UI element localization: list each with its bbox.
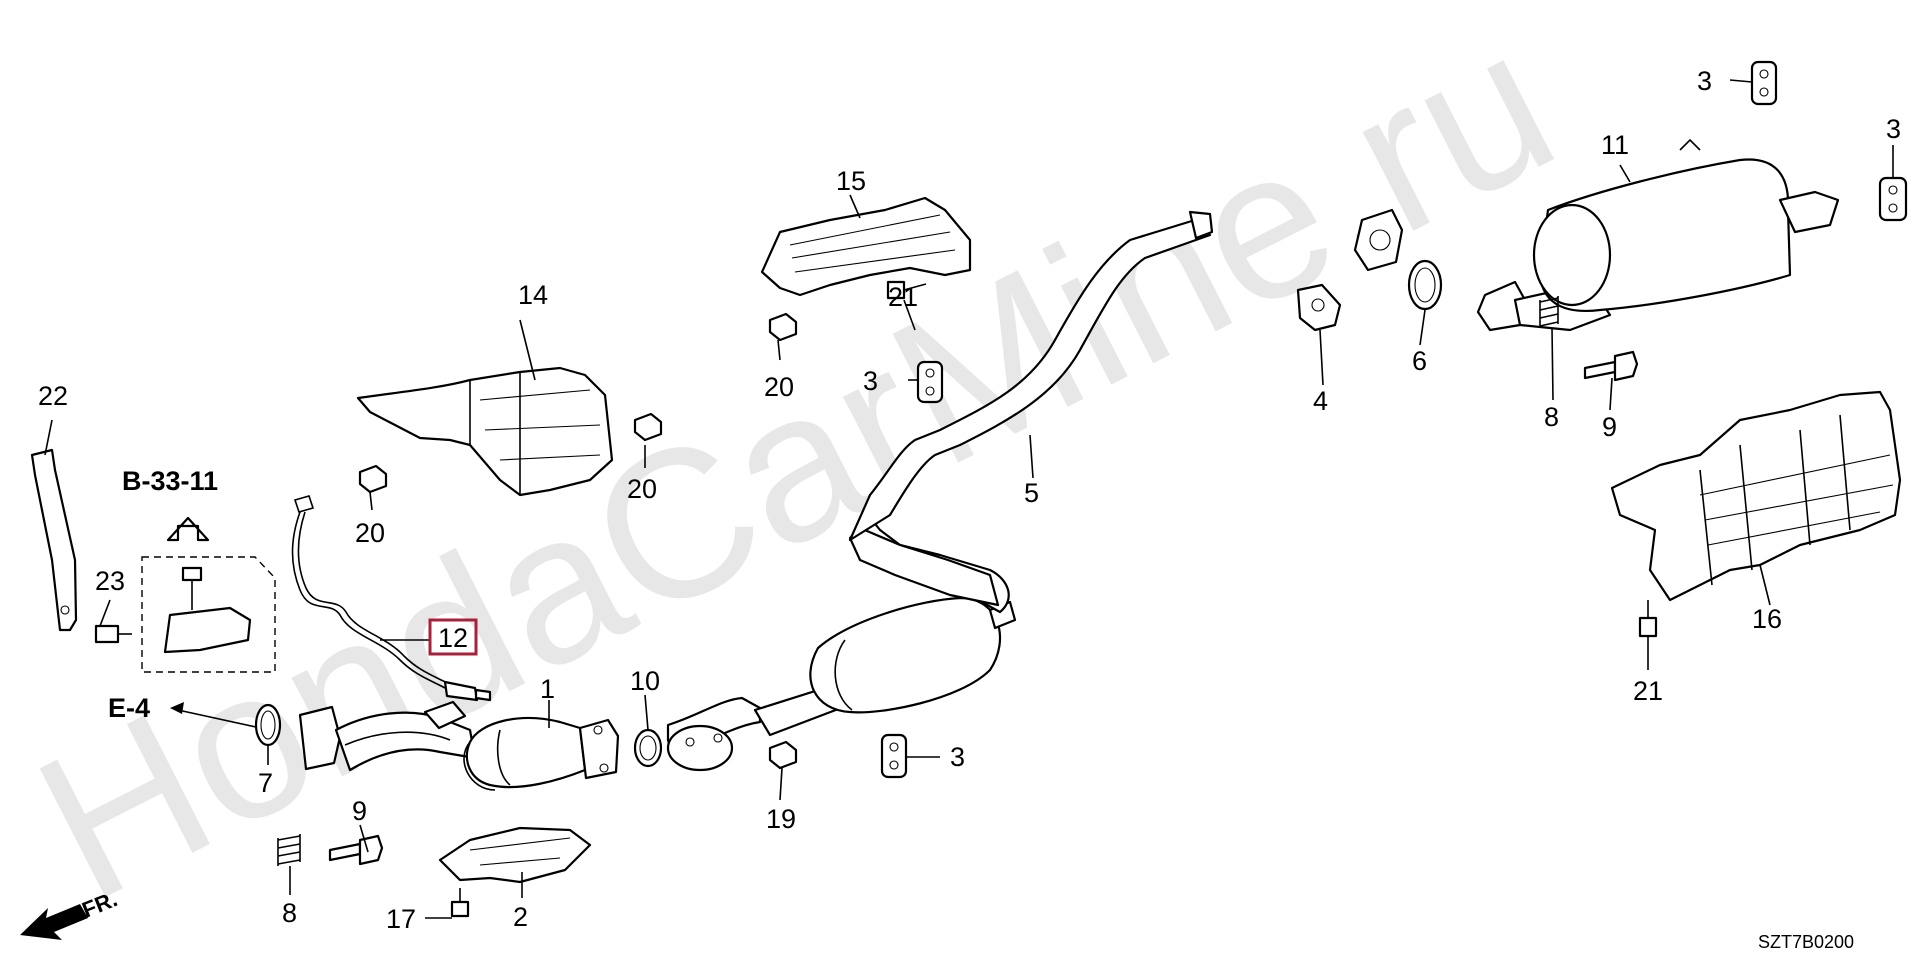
callout-3-right[interactable]: 3 <box>1886 114 1901 144</box>
bolt-23[interactable] <box>94 624 132 644</box>
bracket-22[interactable] <box>30 448 78 632</box>
gasket-6[interactable] <box>1407 259 1443 311</box>
flange-joint[interactable] <box>1353 208 1404 272</box>
callout-20-shield-15[interactable]: 20 <box>764 372 794 402</box>
callout-16[interactable]: 16 <box>1752 604 1782 634</box>
callout-20-shield-14-left[interactable]: 20 <box>355 518 385 548</box>
nut-19[interactable] <box>768 740 798 770</box>
diagram-code: SZT7B0200 <box>1758 932 1854 952</box>
callout-3-middle[interactable]: 3 <box>863 366 878 396</box>
rear-muffler[interactable] <box>1476 138 1840 332</box>
catalytic-converter[interactable] <box>463 716 620 791</box>
front-direction-arrow <box>20 904 88 940</box>
bolt-9-right[interactable] <box>1583 350 1639 382</box>
hanger-4[interactable] <box>1296 283 1342 332</box>
gasket-7[interactable] <box>254 703 282 747</box>
callout-2[interactable]: 2 <box>513 902 528 932</box>
hanger-3-middle[interactable] <box>916 360 944 404</box>
bolt-21-shield-15[interactable] <box>886 280 927 300</box>
nut-20-shield-15[interactable] <box>768 312 798 342</box>
callout-19[interactable]: 19 <box>766 804 796 834</box>
callout-9-left[interactable]: 9 <box>352 796 367 826</box>
callout-14[interactable]: 14 <box>518 280 548 310</box>
callout-23[interactable]: 23 <box>95 566 125 596</box>
callout-7[interactable]: 7 <box>258 768 273 798</box>
exhaust-pipe-front[interactable] <box>298 700 477 772</box>
oxygen-sensor[interactable] <box>291 495 492 702</box>
nut-20-shield-14-left[interactable] <box>358 464 388 494</box>
heat-shield-16[interactable] <box>1610 390 1902 602</box>
callout-12-highlight <box>428 618 478 656</box>
callout-10[interactable]: 10 <box>630 666 660 696</box>
reference-e-4[interactable]: E-4 <box>108 693 150 723</box>
hanger-3-bottom[interactable] <box>880 733 908 779</box>
callout-8-left[interactable]: 8 <box>282 898 297 928</box>
callout-6[interactable]: 6 <box>1412 346 1427 376</box>
callout-labels: 1 2 3 3 3 3 4 5 6 7 8 8 9 9 10 11 12 14 … <box>38 66 1901 934</box>
reference-b-33-11[interactable]: B-33-11 <box>122 466 218 496</box>
callout-11[interactable]: 11 <box>1601 130 1629 160</box>
e4-pointer-arrow <box>170 702 257 728</box>
spring-8-right[interactable] <box>1539 296 1559 328</box>
callout-20-shield-14-right[interactable]: 20 <box>627 474 657 504</box>
heat-shield-14[interactable] <box>356 366 614 497</box>
callout-8-right[interactable]: 8 <box>1544 402 1559 432</box>
spring-8-left[interactable] <box>277 834 301 866</box>
center-pipe-resonator[interactable] <box>666 210 1214 772</box>
lower-heat-shield-2[interactable] <box>438 826 592 884</box>
bolt-21-shield-16[interactable] <box>1638 600 1658 638</box>
callout-21-shield-16[interactable]: 21 <box>1633 676 1663 706</box>
callout-5[interactable]: 5 <box>1024 478 1039 508</box>
leader-lines <box>44 79 1894 919</box>
reference-box-b-33-11 <box>141 516 276 673</box>
bolt-17[interactable] <box>450 888 470 918</box>
callout-1[interactable]: 1 <box>540 674 555 704</box>
callout-22[interactable]: 22 <box>38 381 68 411</box>
gasket-10[interactable] <box>633 728 663 768</box>
callout-21-shield-15[interactable]: 21 <box>888 282 918 312</box>
callout-12[interactable]: 12 <box>438 623 468 653</box>
hanger-3-right[interactable] <box>1878 176 1908 222</box>
heat-shield-15[interactable] <box>760 196 972 297</box>
callout-9-right[interactable]: 9 <box>1602 412 1617 442</box>
callout-3-bottom[interactable]: 3 <box>950 742 965 772</box>
nut-20-shield-14-right[interactable] <box>633 412 663 442</box>
bolt-9-left[interactable] <box>328 834 384 866</box>
hanger-3-top[interactable] <box>1750 60 1778 106</box>
callout-17[interactable]: 17 <box>386 904 416 934</box>
callout-15[interactable]: 15 <box>836 166 866 196</box>
callout-4[interactable]: 4 <box>1313 386 1328 416</box>
callout-3-top[interactable]: 3 <box>1697 66 1712 96</box>
